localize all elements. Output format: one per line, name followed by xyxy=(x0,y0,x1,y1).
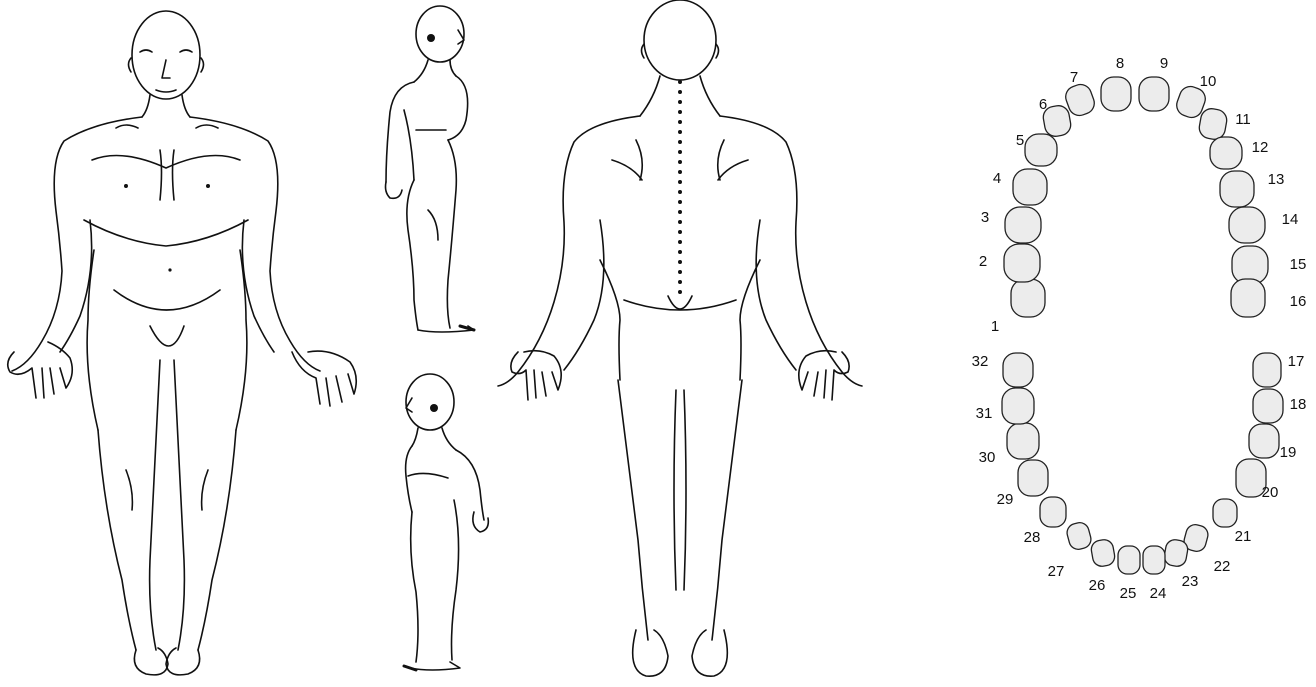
tooth-2 xyxy=(1004,244,1040,282)
tooth-32 xyxy=(1003,353,1033,387)
tooth-number-label: 5 xyxy=(1016,132,1024,149)
tooth-number-label: 1 xyxy=(991,318,999,335)
tooth-13 xyxy=(1220,171,1254,207)
tooth-24 xyxy=(1143,546,1165,574)
tooth-number-label: 13 xyxy=(1268,171,1285,188)
tooth-number-label: 25 xyxy=(1120,585,1137,602)
tooth-number-label: 10 xyxy=(1200,73,1217,90)
tooth-27 xyxy=(1065,521,1093,552)
tooth-1 xyxy=(1011,279,1045,317)
tooth-number-label: 23 xyxy=(1182,573,1199,590)
tooth-number-label: 22 xyxy=(1214,558,1231,575)
tooth-5 xyxy=(1025,134,1057,166)
tooth-16 xyxy=(1231,279,1265,317)
tooth-number-label: 21 xyxy=(1235,528,1252,545)
tooth-3 xyxy=(1005,207,1041,243)
tooth-15 xyxy=(1232,246,1268,284)
body-back-view xyxy=(498,0,862,676)
tooth-number-label: 30 xyxy=(979,449,996,466)
tooth-number-label: 16 xyxy=(1290,293,1307,310)
tooth-17 xyxy=(1253,353,1281,387)
tooth-number-label: 7 xyxy=(1070,69,1078,86)
tooth-29 xyxy=(1018,460,1048,496)
tooth-number-label: 8 xyxy=(1116,55,1124,72)
tooth-number-label: 2 xyxy=(979,253,987,270)
tooth-number-label: 19 xyxy=(1280,444,1297,461)
tooth-number-label: 9 xyxy=(1160,55,1168,72)
body-front-view xyxy=(8,11,357,675)
tooth-number-label: 26 xyxy=(1089,577,1106,594)
tooth-number-label: 3 xyxy=(981,209,989,226)
tooth-number-label: 18 xyxy=(1290,396,1307,413)
tooth-number-label: 14 xyxy=(1282,211,1299,228)
tooth-number-label: 31 xyxy=(976,405,993,422)
tooth-31 xyxy=(1002,388,1034,424)
tooth-number-label: 11 xyxy=(1235,111,1251,128)
tooth-14 xyxy=(1229,207,1265,243)
tooth-number-label: 27 xyxy=(1048,563,1065,580)
tooth-number-label: 12 xyxy=(1252,139,1269,156)
body-left-side-view xyxy=(404,374,488,670)
tooth-12 xyxy=(1210,137,1242,169)
tooth-19 xyxy=(1249,424,1279,458)
tooth-number-label: 17 xyxy=(1288,353,1305,370)
tooth-11 xyxy=(1198,107,1229,141)
tooth-number-label: 4 xyxy=(993,170,1001,187)
tooth-18 xyxy=(1253,389,1283,423)
tooth-number-label: 15 xyxy=(1290,256,1307,273)
tooth-25 xyxy=(1118,546,1140,574)
tooth-9 xyxy=(1139,77,1169,111)
tooth-number-label: 29 xyxy=(997,491,1014,508)
tooth-number-label: 32 xyxy=(972,353,989,370)
tooth-number-label: 20 xyxy=(1262,484,1279,501)
tooth-4 xyxy=(1013,169,1047,205)
tooth-30 xyxy=(1007,423,1039,459)
tooth-number-label: 28 xyxy=(1024,529,1041,546)
tooth-26 xyxy=(1090,538,1116,567)
tooth-number-label: 6 xyxy=(1039,96,1047,113)
tooth-8 xyxy=(1101,77,1131,111)
body-right-side-view xyxy=(386,6,475,332)
tooth-number-label: 24 xyxy=(1150,585,1167,602)
tooth-21 xyxy=(1213,499,1237,527)
tooth-23 xyxy=(1163,538,1189,567)
tooth-28 xyxy=(1040,497,1066,527)
